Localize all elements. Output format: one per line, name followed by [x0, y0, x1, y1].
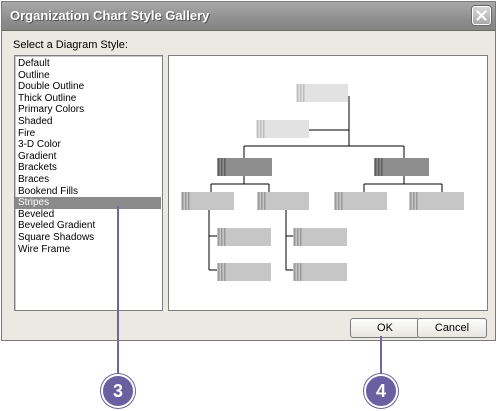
org-box-stripe	[297, 263, 299, 281]
org-box	[293, 228, 347, 246]
org-box-stripe	[381, 158, 383, 176]
style-list-item[interactable]: Stripes	[15, 197, 161, 209]
window-title: Organization Chart Style Gallery	[10, 8, 210, 23]
style-list-item[interactable]: Wire Frame	[18, 243, 71, 255]
org-box-stripe	[182, 192, 184, 210]
org-box-stripe	[338, 192, 340, 210]
style-list-item[interactable]: Brackets	[18, 162, 57, 174]
style-list-item[interactable]: Square Shadows	[18, 231, 95, 243]
org-box-stripe	[335, 192, 337, 210]
style-list-item[interactable]: Beveled Gradient	[18, 220, 96, 232]
org-box-stripe	[303, 84, 305, 102]
style-list-item[interactable]: Thick Outline	[18, 92, 77, 104]
org-box	[217, 263, 271, 281]
org-box-stripe	[378, 158, 380, 176]
org-box-stripe	[300, 228, 302, 246]
style-preview	[168, 55, 488, 311]
org-box-stripe	[218, 158, 220, 176]
org-box	[334, 192, 387, 210]
org-box-stripe	[410, 192, 412, 210]
style-list-item[interactable]: 3-D Color	[18, 139, 61, 151]
callout-line-4	[380, 336, 382, 374]
org-box	[374, 158, 429, 176]
org-box-stripe	[294, 228, 296, 246]
style-list-item[interactable]: Double Outline	[18, 81, 85, 93]
org-box-stripe	[297, 228, 299, 246]
style-list-item[interactable]: Fire	[18, 127, 36, 139]
org-box	[296, 84, 348, 102]
org-box-stripe	[218, 228, 220, 246]
org-box	[217, 228, 271, 246]
style-list-item[interactable]: Outline	[18, 69, 50, 81]
org-box-stripe	[341, 192, 343, 210]
style-list-item[interactable]: Default	[18, 58, 50, 69]
org-box-stripe	[185, 192, 187, 210]
org-box-stripe	[261, 192, 263, 210]
title-bar: Organization Chart Style Gallery	[2, 2, 495, 31]
org-box	[181, 192, 234, 210]
org-box-stripe	[300, 84, 302, 102]
org-box	[217, 158, 272, 176]
org-box-stripe	[257, 120, 259, 138]
org-box-stripe	[264, 192, 266, 210]
org-box-stripe	[413, 192, 415, 210]
org-box-stripe	[221, 228, 223, 246]
style-list-item[interactable]: Bookend Fills	[18, 185, 79, 197]
org-box-stripe	[218, 263, 220, 281]
org-box-stripe	[224, 263, 226, 281]
callout-line-3	[117, 206, 119, 374]
style-list-item[interactable]: Primary Colors	[18, 104, 85, 116]
org-box-stripe	[375, 158, 377, 176]
ok-button[interactable]: OK	[350, 318, 420, 338]
org-box-stripe	[221, 263, 223, 281]
org-box	[257, 192, 309, 210]
cancel-button[interactable]: Cancel	[417, 318, 487, 338]
style-list-item[interactable]: Shaded	[18, 115, 53, 127]
org-box-stripe	[188, 192, 190, 210]
org-box-stripe	[263, 120, 265, 138]
org-box-stripe	[300, 263, 302, 281]
org-box-stripe	[260, 120, 262, 138]
org-box-stripe	[224, 158, 226, 176]
style-list-item[interactable]: Beveled	[18, 208, 55, 220]
style-list-label: Select a Diagram Style:	[13, 39, 128, 51]
callout-badge-3: 3	[101, 374, 135, 408]
org-box-stripe	[416, 192, 418, 210]
callout-badge-4: 4	[364, 374, 398, 408]
org-chart-preview	[181, 84, 464, 281]
close-button[interactable]	[472, 6, 491, 25]
org-box-stripe	[221, 158, 223, 176]
style-list-item[interactable]: Gradient	[18, 150, 57, 162]
org-box-stripe	[297, 84, 299, 102]
style-gallery-dialog: Organization Chart Style Gallery Select …	[1, 1, 496, 341]
close-icon	[476, 10, 487, 21]
org-box-stripe	[224, 228, 226, 246]
org-box-stripe	[294, 263, 296, 281]
style-list-item[interactable]: Braces	[18, 173, 50, 185]
org-box	[256, 120, 309, 138]
org-box-stripe	[258, 192, 260, 210]
org-box	[409, 192, 464, 210]
org-box	[293, 263, 347, 281]
